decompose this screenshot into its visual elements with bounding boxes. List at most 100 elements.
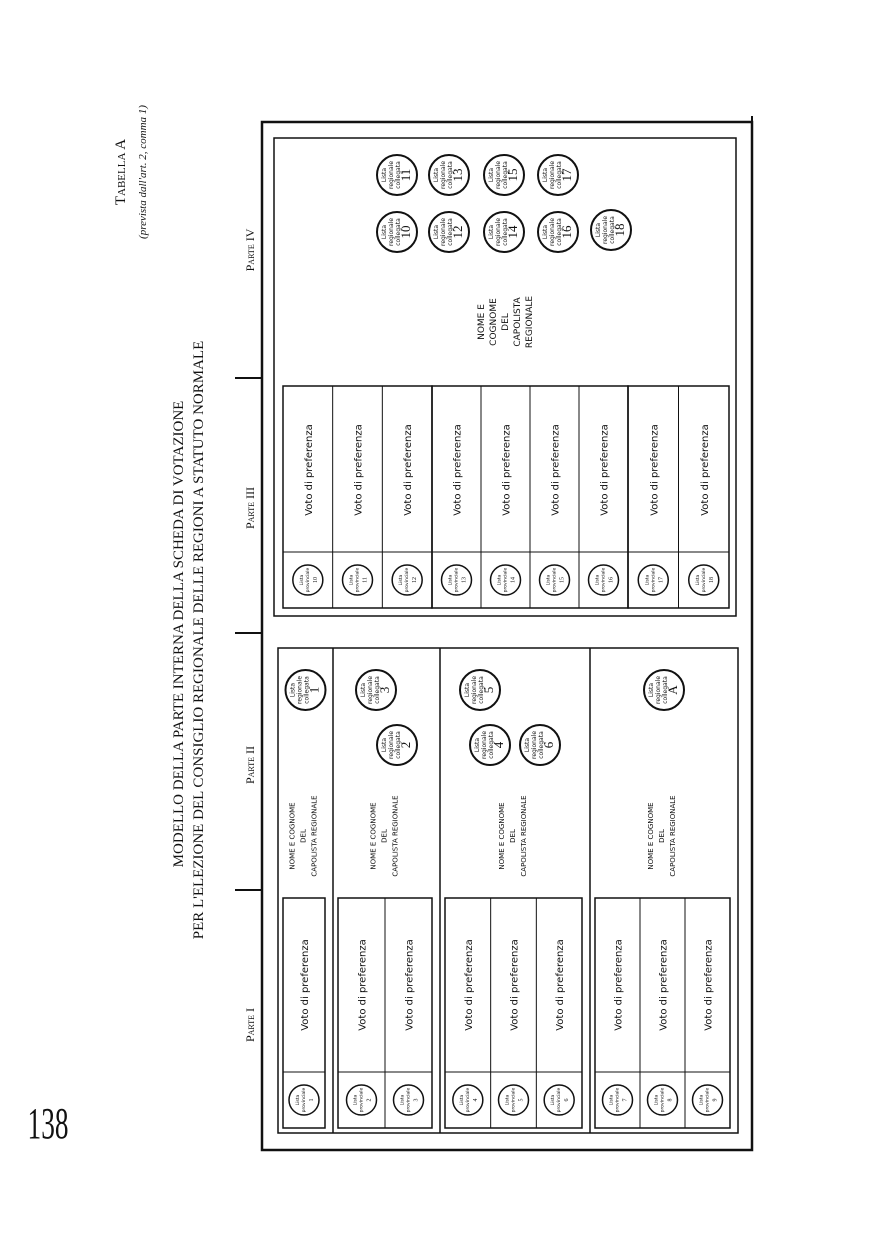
right-group: Voto di preferenzaListaprovinciale10Voto…: [282, 385, 433, 609]
table-label: Tabella A: [113, 139, 129, 205]
vote-preference-field[interactable]: [580, 387, 627, 551]
right-group: Voto di preferenzaListaprovinciale13 Voto…: [431, 385, 629, 609]
provincial-list-label: Lista: [644, 574, 650, 585]
vote-preference-field[interactable]: [339, 899, 384, 1071]
vote-preference-field[interactable]: [531, 387, 578, 551]
vote-preference-field[interactable]: [596, 899, 639, 1071]
provincial-list-label: provinciale: [601, 567, 607, 592]
list-number: 3: [414, 1099, 420, 1102]
provincial-list-label: Lista: [400, 1094, 406, 1105]
vote-preference-field[interactable]: [433, 387, 480, 551]
regional-list-number: 5: [481, 687, 496, 694]
regional-list-number: 14: [505, 225, 520, 239]
vote-preference-field[interactable]: [383, 387, 431, 551]
vote-preference-field[interactable]: [334, 387, 382, 551]
vote-preference-label: Voto di preferenza: [600, 424, 611, 516]
regional-list-number: 2: [398, 742, 413, 749]
capolista-line: DEL: [300, 829, 308, 843]
vote-preference-field[interactable]: [537, 899, 581, 1071]
symbol-circle: [519, 724, 561, 766]
regional-list-label: collegata: [395, 731, 402, 759]
vote-preference-field[interactable]: [680, 387, 729, 551]
provincial-list-label: Lista: [505, 1094, 511, 1105]
title-line-2: PER L'ELEZIONE DEL CONSIGLIO REGIONALE D…: [191, 341, 207, 940]
part-4-label: Parte IV: [243, 228, 257, 271]
vote-preference-field[interactable]: [629, 387, 678, 551]
left-list-groups: Voto di preferenzaListaprovinciale1NOME …: [282, 648, 731, 1133]
regional-list-number: A: [665, 685, 680, 695]
list-row: Voto di preferenzaListaprovinciale18: [678, 386, 729, 608]
title-line-1: MODELLO DELLA PARTE INTERNA DELLA SCHEDA…: [171, 401, 187, 868]
vote-preference-field[interactable]: [686, 899, 729, 1071]
vote-preference-field[interactable]: [482, 387, 529, 551]
vote-preference-field[interactable]: [492, 899, 536, 1071]
list-number: 16: [609, 577, 615, 583]
part4-capolista-line: NOME E: [477, 304, 487, 340]
regional-list-label: regionale: [297, 676, 304, 704]
regional-list-label: Lista: [542, 225, 549, 239]
regional-list-label: collegata: [447, 161, 454, 189]
part-1-label: Parte I: [243, 1008, 257, 1042]
list-number: 15: [560, 577, 566, 583]
capolista-line: CAPOLISTA REGIONALE: [392, 795, 400, 876]
provincial-list-label: Lista: [699, 1094, 705, 1105]
vote-preference-field[interactable]: [284, 899, 324, 1071]
list-number: 1: [309, 1099, 315, 1102]
vote-preference-field[interactable]: [386, 899, 431, 1071]
provincial-list-label: Lista: [448, 574, 454, 585]
vote-preference-field[interactable]: [446, 899, 490, 1071]
provincial-list-label: Lista: [398, 574, 404, 585]
part4-capolista-line: CAPOLISTA: [513, 297, 523, 347]
provincial-list-label: Lista: [353, 1094, 359, 1105]
provincial-list-label: provinciale: [404, 567, 410, 592]
vote-preference-field[interactable]: [641, 899, 684, 1071]
provincial-list-label: provinciale: [556, 1087, 562, 1112]
symbol-circle: [469, 724, 511, 766]
provincial-list-label: provinciale: [705, 1087, 711, 1112]
provincial-list-label: provinciale: [406, 1087, 412, 1112]
part-2-label: Parte II: [243, 746, 257, 784]
list-number: 4: [473, 1099, 479, 1102]
vote-preference-label: Voto di preferenza: [453, 424, 464, 516]
vote-preference-label: Voto di preferenza: [304, 424, 315, 516]
symbol-circle: [376, 724, 418, 766]
provincial-list-label: provinciale: [355, 567, 361, 592]
vote-preference-field[interactable]: [284, 387, 332, 551]
regional-list-label: regionale: [481, 731, 488, 759]
